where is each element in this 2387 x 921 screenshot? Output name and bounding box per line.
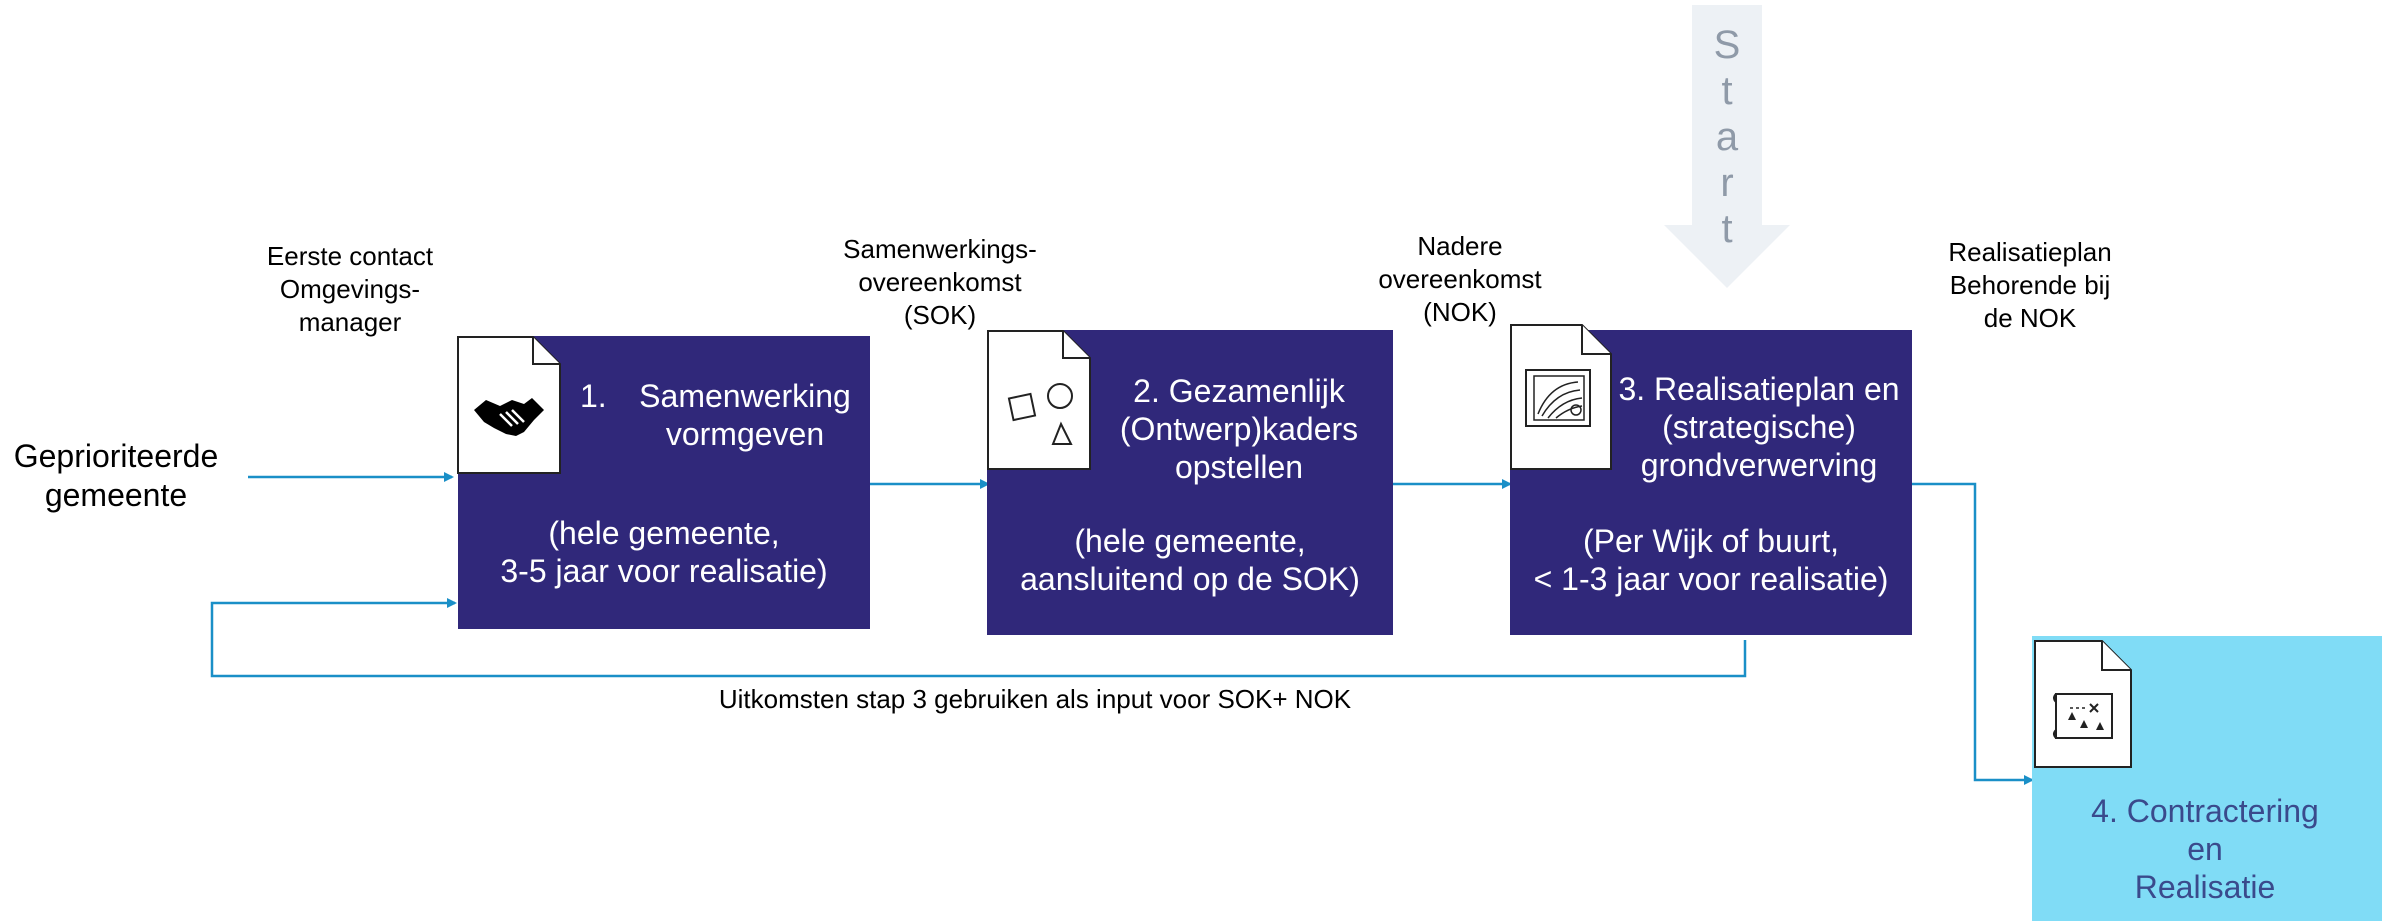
feedback-loop-arrow [210,598,1747,678]
realisatieplan-label: Realisatieplan Behorende bij de NOK [1948,237,2112,333]
blueprint-icon [1525,369,1591,427]
shapes-icon [1007,383,1073,445]
sok-label: Samenwerkings- overeenkomst (SOK) [843,234,1037,330]
step-2-title: 2. Gezamenlijk (Ontwerp)kaders opstellen [1119,373,1359,485]
feedback-label: Uitkomsten stap 3 gebruiken als input vo… [718,684,1352,714]
handshake-icon [474,398,544,436]
step-2-box: 2. Gezamenlijk (Ontwerp)kaders opstellen… [987,330,1393,635]
nok-label: Nadere overeenkomst (NOK) [1378,231,1542,327]
start-letter: r [1720,161,1734,205]
step-3-title: 3. Realisatieplan en (strategische) gron… [1618,371,1900,483]
start-letter: S [1713,23,1741,67]
start-letter: t [1721,207,1733,251]
step-1-box: 1. Samenwerking vormgeven (hele gemeente… [458,336,870,629]
step-1-subtitle: (hele gemeente, 3-5 jaar voor realisatie… [500,515,828,589]
start-letter: t [1721,69,1733,113]
step-3-subtitle: (Per Wijk of buurt, < 1-3 jaar voor real… [1533,523,1889,597]
step-1-title: Samenwerking vormgeven [639,378,851,452]
document-icon [987,330,1091,470]
start-arrow [1664,5,1790,288]
step-4-title: 4. Contractering en Realisatie [2040,792,2370,906]
document-icon [2034,640,2132,768]
first-contact-label: Eerste contact Omgevings- manager [266,241,434,337]
step-4-title-text: 4. Contractering en Realisatie [2091,793,2319,905]
map-icon [2053,693,2113,739]
step-2-subtitle: (hele gemeente, aansluitend op de SOK) [1020,523,1360,597]
arrow-step3-to-step4 [1912,482,2034,785]
start-label: S t a r t [1672,22,1782,252]
start-letter: a [1715,115,1739,159]
step-3-box: 3. Realisatieplan en (strategische) gron… [1510,330,1912,635]
step-1-number: 1. [580,378,607,414]
input-label: Geprioriteerde gemeente [13,438,219,513]
document-icon [1510,324,1612,470]
